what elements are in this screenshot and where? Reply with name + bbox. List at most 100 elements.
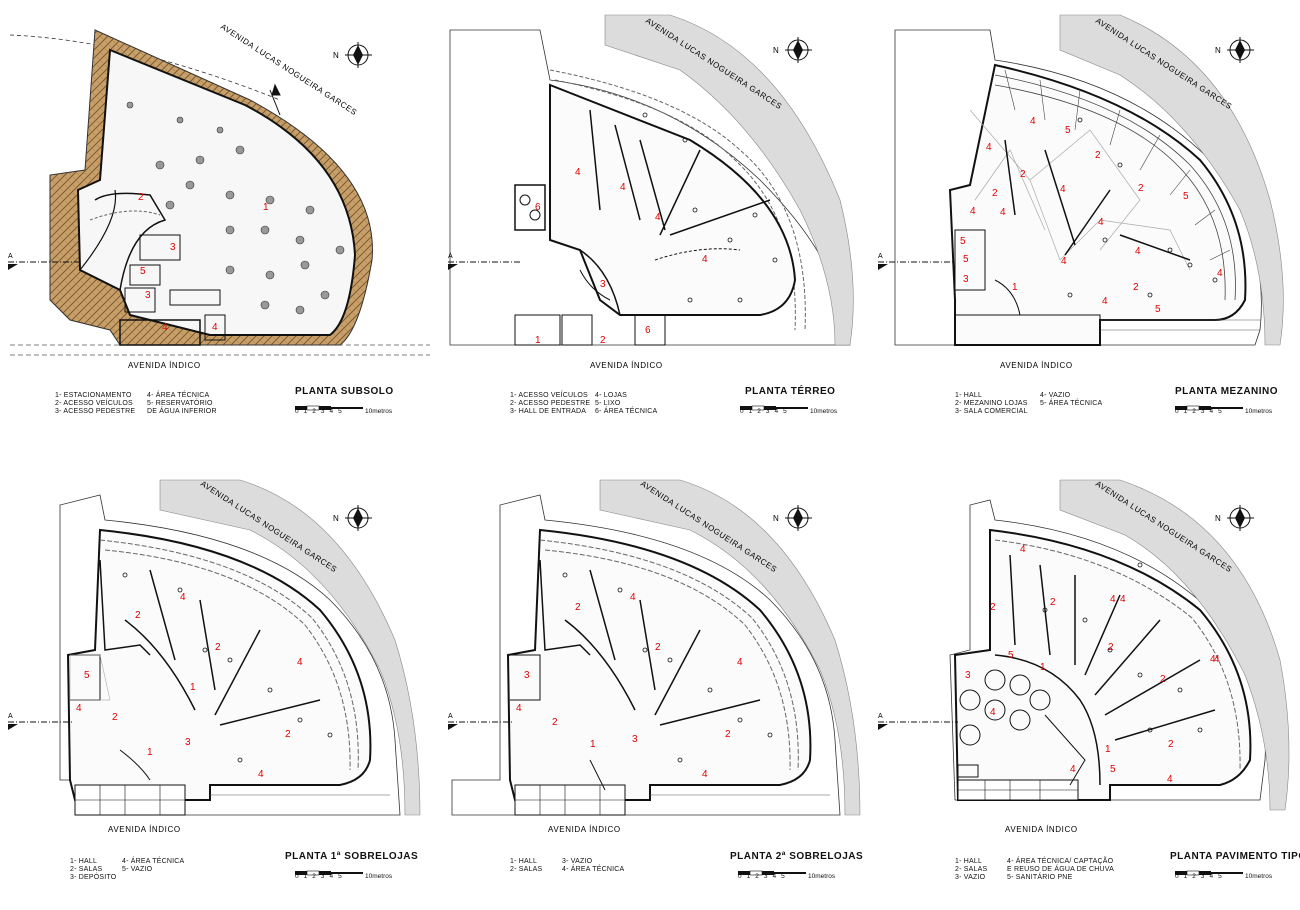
svg-text:4: 4 [1060,184,1066,195]
svg-text:4: 4 [212,322,218,333]
scale-bar: 0 1 2 3 4 5 10metros [1175,405,1273,415]
svg-text:N: N [1215,514,1221,523]
svg-text:2: 2 [1095,150,1101,161]
room-numbers: 1 2 3 5 3 4 4 [138,192,269,333]
svg-text:A: A [448,253,453,260]
svg-text:4: 4 [986,142,992,153]
svg-text:1: 1 [590,739,596,750]
svg-text:2: 2 [990,602,996,613]
svg-text:4: 4 [1102,296,1108,307]
svg-text:A: A [878,253,883,260]
svg-text:4: 4 [1167,774,1173,785]
plan-subsolo: N A AVENIDA LUCAS NOGUEIRA GARCES AVENID… [0,0,430,450]
svg-text:4: 4 [1020,544,1026,555]
svg-text:3: 3 [963,274,969,285]
svg-text:3: 3 [965,670,971,681]
svg-text:4: 4 [76,703,82,714]
svg-text:1: 1 [535,335,541,346]
section-marker: A [448,713,512,730]
svg-text:5: 5 [1065,125,1071,136]
plan-terreo-drawing: N A AVENIDA LUCAS NOGUEIRA GARCES AVENID… [448,14,854,370]
svg-text:2: 2 [992,188,998,199]
room-numbers: 2 4 2 4 5 1 4 2 3 1 2 4 [76,592,303,780]
svg-text:3: 3 [524,670,530,681]
svg-text:5: 5 [1110,764,1116,775]
scale-bar: 0 1 2 3 4 5 10metros [740,405,838,415]
svg-text:3: 3 [145,290,151,301]
svg-text:5: 5 [140,266,146,277]
room-numbers: 4 5 4 2 2 4 2 2 5 4 4 4 4 5 4 3 1 4 2 5 [960,116,1223,315]
svg-text:4: 4 [1030,116,1036,127]
plan-title: PLANTA 2ª SOBRELOJAS [730,851,864,862]
svg-text:3: 3 [185,737,191,748]
svg-text:2: 2 [112,712,118,723]
plan-subsolo-drawing: N A AVENIDA LUCAS NOGUEIRA GARCES AVENID… [8,22,430,370]
scale-bar: 0 1 2 3 4 5 10metros [295,870,393,880]
svg-text:4: 4 [970,206,976,217]
room-numbers: 4 4 4 4 6 3 1 2 6 [535,167,708,346]
svg-text:3: 3 [600,279,606,290]
svg-text:4: 4 [1120,594,1126,605]
svg-text:2: 2 [1020,169,1026,180]
svg-text:2: 2 [552,717,558,728]
svg-text:4: 4 [1210,654,1216,665]
plan-2-sobrelojas-drawing: N A AVENIDA LUCAS NOGUEIRA GARCES AVENID… [448,479,861,834]
scale-bar: 0 1 2 3 4 5 10metros [295,405,393,415]
scale-bar: 0 1 2 3 4 5 10metros [738,870,836,880]
svg-text:4: 4 [1000,207,1006,218]
svg-text:A: A [448,713,453,720]
section-marker: A [878,713,958,730]
svg-text:4: 4 [1098,217,1104,228]
svg-text:6: 6 [535,202,541,213]
svg-text:1: 1 [1040,662,1046,673]
svg-text:5: 5 [1155,304,1161,315]
svg-text:4: 4 [702,254,708,265]
svg-text:4: 4 [1110,594,1116,605]
plan-title: PLANTA MEZANINO [1175,386,1279,397]
plan-1-sobrelojas-drawing: N A AVENIDA LUCAS NOGUEIRA GARCES AVENID… [8,479,421,834]
svg-text:4: 4 [1217,268,1223,279]
plan-mezanino: N A AVENIDA LUCAS NOGUEIRA GARCES AVENID… [870,0,1300,450]
svg-text:2: 2 [1160,674,1166,685]
street-bottom-label: AVENIDA ÍNDICO [128,361,201,370]
room-numbers: 4 2 2 4 4 2 3 5 1 4 2 4 2 1 4 5 4 4 [965,544,1220,785]
north-arrow: N [1215,37,1254,63]
svg-text:4: 4 [702,769,708,780]
plan-pavimento-tipo: N A AVENIDA LUCAS NOGUEIRA GARCES AVENID… [870,460,1300,910]
section-marker: A [8,713,72,730]
plan-1-sobrelojas: N A AVENIDA LUCAS NOGUEIRA GARCES AVENID… [0,460,430,910]
north-arrow: N [773,505,812,531]
svg-text:4: 4 [630,592,636,603]
street-bottom-label: AVENIDA ÍNDICO [548,825,621,834]
svg-text:3: 3 [632,734,638,745]
plan-title: PLANTA PAVIMENTO TIPO [1170,851,1300,862]
svg-text:4: 4 [990,707,996,718]
north-arrow: N [333,505,372,531]
svg-text:N: N [333,51,339,60]
svg-text:2: 2 [1108,642,1114,653]
street-bottom-label: AVENIDA ÍNDICO [108,825,181,834]
svg-text:1: 1 [1012,282,1018,293]
svg-text:1: 1 [190,682,196,693]
scale-bar: 0 1 2 3 4 5 10metros [1175,870,1273,880]
svg-text:2: 2 [1138,183,1144,194]
svg-text:A: A [878,713,883,720]
room-numbers: 2 4 2 4 3 4 2 1 3 2 4 [516,592,743,780]
svg-text:2: 2 [725,729,731,740]
north-arrow: N [333,42,372,68]
plan-title: PLANTA TÉRREO [745,386,836,397]
svg-text:5: 5 [1008,650,1014,661]
section-marker: A [448,253,520,270]
svg-text:5: 5 [960,236,966,247]
svg-text:2: 2 [135,610,141,621]
street-bottom-label: AVENIDA ÍNDICO [1005,825,1078,834]
svg-text:1: 1 [147,747,153,758]
svg-text:4: 4 [297,657,303,668]
svg-text:5: 5 [1183,191,1189,202]
svg-text:2: 2 [575,602,581,613]
plan-title: PLANTA SUBSOLO [295,386,394,397]
svg-text:4: 4 [620,182,626,193]
svg-text:3: 3 [170,242,176,253]
svg-text:N: N [773,46,779,55]
street-bottom-label: AVENIDA ÍNDICO [1000,361,1073,370]
